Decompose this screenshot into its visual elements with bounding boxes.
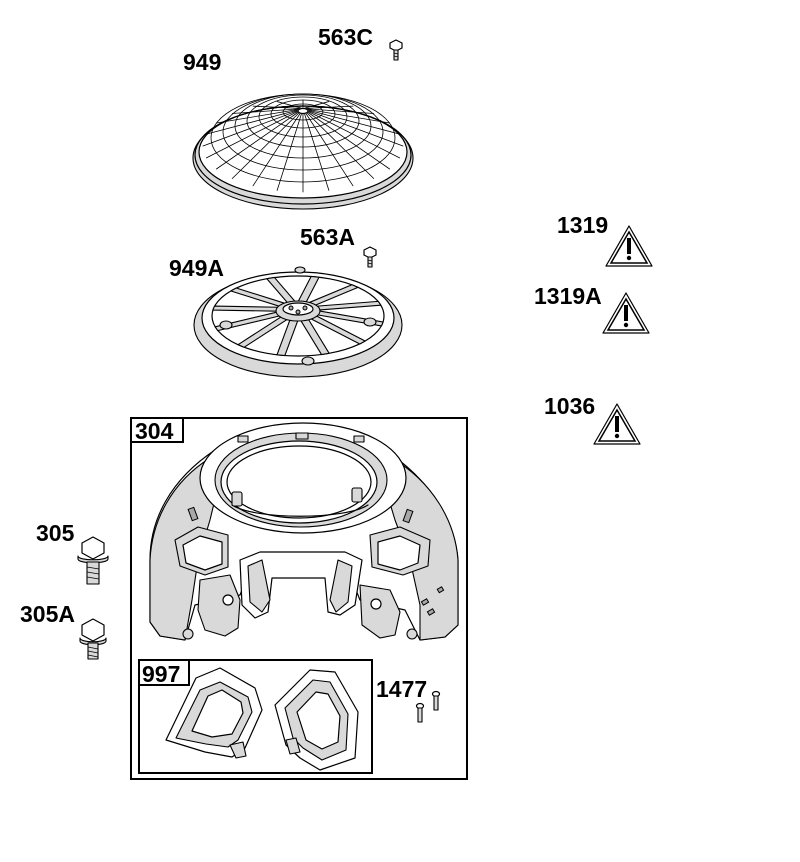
housing-box-304 (130, 417, 468, 780)
baffle-left-997 (165, 667, 263, 759)
screw-563a (363, 246, 377, 268)
label-997: 997 (142, 661, 180, 687)
baffle-right-997 (274, 669, 359, 771)
warning-triangle-icon (602, 292, 650, 334)
pins-1477 (415, 690, 441, 723)
warning-triangle-icon (593, 403, 641, 445)
label-1319: 1319 (557, 212, 608, 238)
screw-563c (389, 39, 403, 61)
label-305: 305 (36, 520, 75, 546)
label-1036: 1036 (544, 393, 595, 419)
label-304: 304 (135, 418, 174, 444)
fan-plate-949a (193, 266, 403, 378)
bolt-305 (77, 536, 109, 585)
label-1477: 1477 (376, 676, 427, 702)
blower-housing-304 (149, 422, 459, 641)
label-1319a: 1319A (534, 283, 602, 309)
label-305a: 305A (20, 601, 75, 627)
label-949a: 949A (169, 255, 224, 281)
baffle-box-997 (138, 659, 373, 774)
grass-screen-949 (192, 93, 414, 210)
warning-triangle-icon (605, 225, 653, 267)
label-563c: 563C (318, 24, 373, 50)
bolt-305a (79, 618, 107, 660)
label-949: 949 (183, 49, 221, 75)
label-563a: 563A (300, 224, 355, 250)
